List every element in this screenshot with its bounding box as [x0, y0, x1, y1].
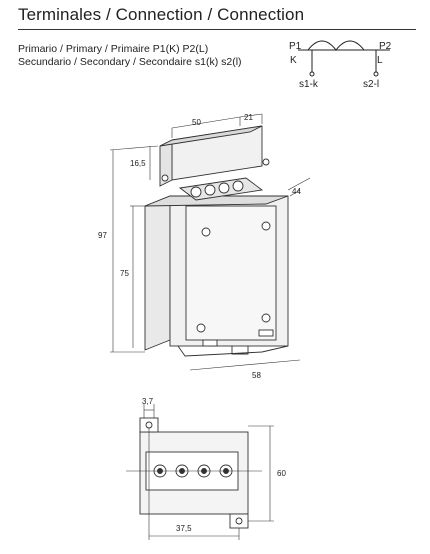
base-slot-left: [202, 339, 218, 347]
s2-label: s2-l: [363, 79, 379, 90]
secondary-coil: [307, 40, 365, 51]
front-view: [126, 417, 262, 529]
connection-schematic: [298, 40, 390, 77]
page-title: Terminales / Connection / Connection: [18, 5, 305, 24]
dim-line-top-right: [239, 113, 263, 118]
dim-top-height: 16,5: [130, 159, 146, 168]
base-slot-right: [258, 329, 274, 337]
dim-total-height: 97: [98, 231, 107, 240]
s2-terminal: [373, 71, 379, 77]
dim-top-right: 21: [244, 113, 253, 122]
terminal-screw-2: [204, 184, 216, 196]
terminal-screw-4: [232, 180, 244, 192]
p1-label: P1: [289, 41, 302, 52]
title-divider: [18, 29, 416, 30]
dim-line-top-width: [171, 116, 241, 129]
body-top-face: [144, 195, 289, 207]
dim-line-base-width: [189, 359, 301, 371]
base-foot: [231, 346, 249, 355]
dim-base-width: 58: [252, 371, 261, 380]
base-edge: [177, 345, 289, 357]
dim-line-depth: [287, 177, 311, 191]
mount-hole-tr: [261, 221, 271, 231]
l-label: L: [377, 55, 383, 66]
dim-hole-offset: 3,7: [142, 397, 154, 406]
k-label: K: [290, 55, 297, 66]
dim-depth: 44: [292, 187, 301, 196]
dim-front-height: 60: [277, 469, 286, 478]
mount-hole-bl: [196, 323, 206, 333]
terminal-cover-top: [159, 125, 263, 147]
front-mount-tab-bottom: [229, 513, 249, 529]
terminal-screw-3: [218, 182, 230, 194]
mount-hole-br: [261, 313, 271, 323]
front-dimensions: [143, 404, 274, 540]
dim-top-width: 50: [192, 118, 201, 127]
dim-front-width: 37,5: [176, 524, 192, 533]
terminal-screw-1: [190, 186, 202, 198]
primary-legend: Primario / Primary / Primaire P1(K) P2(L…: [18, 43, 209, 55]
isometric-dimensions: [109, 113, 311, 371]
body-panel: [185, 205, 277, 341]
p2-label: P2: [379, 41, 392, 52]
s1-label: s1-k: [299, 79, 319, 90]
body-left-face: [144, 195, 171, 351]
front-hole-bottom: [235, 517, 243, 525]
dim-body-height: 75: [120, 269, 129, 278]
cover-screw-left: [161, 174, 169, 182]
s1-terminal: [309, 71, 315, 77]
isometric-view: [144, 125, 289, 357]
cover-screw-right: [262, 158, 270, 166]
secondary-legend: Secundario / Secondary / Secondaire s1(k…: [18, 56, 242, 68]
mount-hole-tl: [201, 227, 211, 237]
